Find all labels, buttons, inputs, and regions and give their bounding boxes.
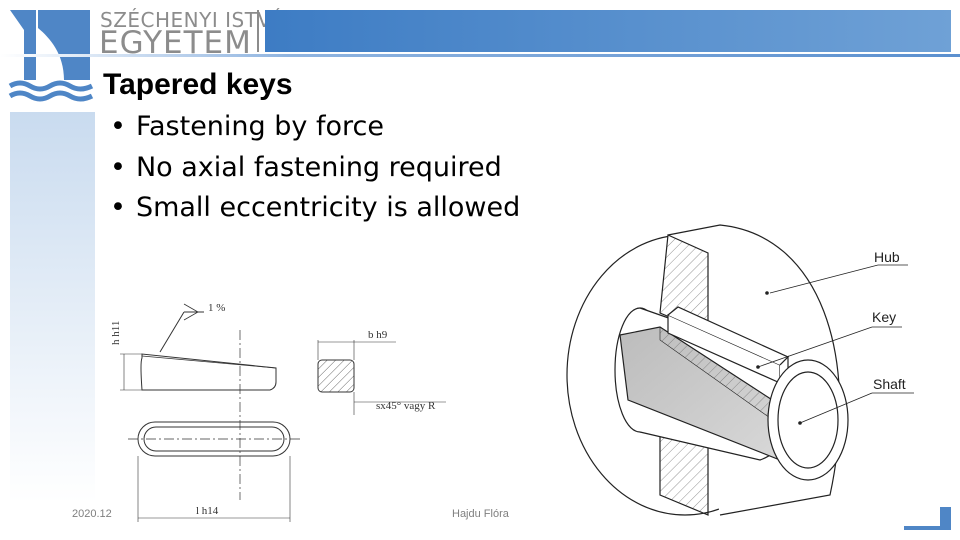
bullet-item: Small eccentricity is allowed bbox=[110, 189, 520, 230]
bullet-item: No axial fastening required bbox=[110, 149, 520, 190]
chamfer-label: sx45° vagy R bbox=[376, 400, 436, 412]
key-label: Key bbox=[872, 309, 896, 325]
length-label: l h14 bbox=[196, 505, 219, 517]
header-separator bbox=[257, 10, 259, 52]
university-logo bbox=[8, 8, 94, 106]
bullet-item: Fastening by force bbox=[110, 108, 520, 149]
width-label: b h9 bbox=[368, 329, 388, 341]
key-technical-drawing: 1 % h h11 b h9 sx45° vagy R l h14 bbox=[110, 302, 446, 522]
header-bar bbox=[265, 10, 951, 52]
corner-decoration bbox=[904, 507, 951, 530]
height-label: h h11 bbox=[110, 321, 122, 345]
footer-date: 2020.12 bbox=[72, 508, 112, 520]
bullet-list: Fastening by force No axial fastening re… bbox=[110, 108, 520, 230]
taper-label: 1 % bbox=[208, 302, 225, 314]
header-underline bbox=[0, 54, 960, 57]
footer-author: Hajdu Flóra bbox=[452, 508, 509, 520]
side-gradient-bar bbox=[10, 112, 95, 502]
slide-title: Tapered keys bbox=[103, 68, 293, 101]
hub-label: Hub bbox=[874, 249, 900, 265]
shaft-label: Shaft bbox=[873, 376, 906, 392]
hub-key-shaft-drawing: Hub Key Shaft bbox=[566, 224, 914, 516]
